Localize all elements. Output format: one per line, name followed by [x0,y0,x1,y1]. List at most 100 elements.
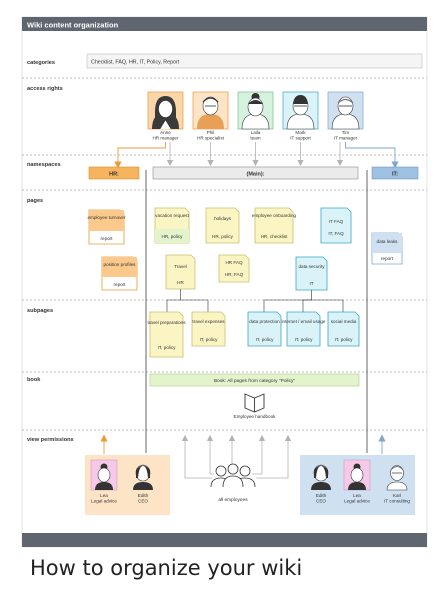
row-label-subpages: subpages [27,308,53,314]
person-laila-name: Laila [251,130,261,135]
namespace-hr [88,166,140,180]
person-anne [147,91,184,130]
viewer-edith-right-name: Edith [316,493,327,498]
row-label-pages: pages [27,198,43,204]
viewer-edith-right [311,464,331,490]
viewer-lea-right-role: Legal advice [344,499,370,504]
subpage-travel-preparations-cats: IT, policy [158,345,177,350]
viewer-lea-right [343,459,371,491]
view-arrows [100,434,386,479]
access-arrows [114,142,399,169]
page-employee-onboarding-title: employee onboarding [252,213,297,218]
row-label-namespaces: namespaces [27,162,61,168]
person-mark [282,91,319,130]
header-bar [22,17,427,31]
access-people [147,91,364,130]
diagram-title: Wiki content organization [27,21,119,30]
person-mark-name: Mark [295,130,306,135]
subpage-travel-expenses-cats: IT, policy [200,337,219,342]
namespace-it-label: IT: [392,171,398,177]
page-data-security-cats: IT [309,281,313,286]
page-it-faq-title: IT FAQ [329,219,344,224]
book-label: Employee handbook [234,414,277,419]
subpage-internet-email-cats: IT, policy [295,337,314,342]
page-holidays-cats: HR, policy [212,234,234,239]
page-holidays-title: holidays [214,216,232,221]
page-travel-cats: HR [177,280,184,285]
page-data-leaks-title: data leaks [377,239,399,244]
row-label-access-rights: access rights [27,86,63,92]
categories-value: Checklist, FAQ, HR, IT, Policy, Report [91,60,180,66]
viewer-edith-left [133,464,153,490]
subpage-internet-email [286,311,321,347]
namespace-hr-label: HR: [109,171,119,177]
page-data-leaks-cats: report [381,256,394,261]
page-hr-faq [218,254,250,283]
page-hr-faq-title: HR FAQ [225,260,243,265]
caption: How to organize your wiki [30,556,303,580]
footer-bar [22,533,427,547]
viewer-edith-left-role: CEO [138,499,148,504]
row-label-book: book [27,377,41,383]
page-travel-title: Travel [174,264,187,269]
namespace-separators [145,170,368,453]
row-label-categories: categories [27,60,55,66]
person-tim [327,91,364,130]
subpage-travel-preparations [149,311,184,358]
page-data-security [295,256,328,291]
page-data-security-title: data security [298,264,325,269]
subpage-data-protection-cats: IT, policy [256,337,275,342]
categories-box [86,53,423,69]
subpage-social-media-cats: IT, policy [335,337,354,342]
page-employee-onboarding [254,207,294,244]
viewer-lea-left [90,459,118,491]
person-tim-role: IT manager [334,136,358,141]
person-phil-name: Phil [207,130,215,135]
person-laila [237,91,274,130]
page-vacation-request-title: vacation request [155,213,189,218]
person-phil-role: HR specialist [197,136,225,141]
subpage-data-protection [247,311,282,347]
subpage-travel-preparations-title: travel preparations [147,320,186,325]
page-vacation-request-cats: HR, policy [162,234,184,239]
page-employee-turnover-cats: report [100,236,113,241]
viewer-karl-role: IT consulting [384,499,410,504]
page-hr-faq-cats: HR, FAQ [225,272,244,277]
page-it-faq-cats: IT, FAQ [328,231,344,236]
person-anne-role: HR manager [152,136,179,141]
subpage-internet-email-title: internet / email usage [282,319,326,324]
all-employees-icon [210,463,256,488]
viewer-edith-left-name: Edith [138,493,149,498]
page-position-profiles-title: position profiles [104,262,137,267]
book-icon [244,393,265,413]
subpage-data-protection-title: data protection [249,319,280,324]
book-banner-label: Book: All pages from category "Policy" [214,378,296,384]
viewer-karl [386,465,408,491]
book-banner [149,373,360,387]
namespace-main-label: (Main): [246,171,264,177]
row-label-view-permissions: view permissions [27,437,74,443]
subpage-social-media [327,311,360,347]
all-employees-label: all employees [218,497,248,503]
person-mark-role: IT support [290,136,311,141]
viewer-lea-left-name: Lea [100,493,108,498]
namespace-it [371,166,419,180]
subpage-social-media-title: social media [331,319,357,324]
subpage-travel-expenses-title: travel expenses [192,319,225,324]
viewer-karl-name: Karl [393,493,401,498]
page-position-profiles-cats: report [113,282,126,287]
person-anne-name: Anne [160,130,171,135]
viewer-lea-right-name: Lea [353,493,361,498]
page-it-faq [320,207,352,244]
page-holidays [205,207,240,244]
person-tim-name: Tim [342,130,350,135]
row-dividers [22,77,427,431]
subpage-connectors [166,289,344,312]
viewer-edith-right-role: CEO [316,499,326,504]
page-employee-onboarding-cats: HR, checklist [261,234,289,239]
person-phil [192,91,229,130]
page-employee-turnover-title: employee turnover [87,215,126,220]
person-laila-role: team [250,136,260,141]
subpage-travel-expenses [191,311,226,347]
